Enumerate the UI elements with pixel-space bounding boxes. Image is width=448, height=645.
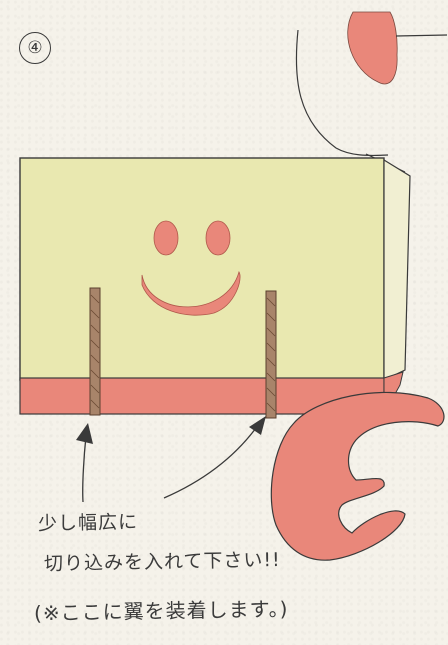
left-eye [153,220,179,256]
right-slit-rod [265,290,277,419]
body-panel [19,157,385,381]
right-eye [205,220,231,256]
note-line-1: 少し幅広に [37,511,139,535]
right-arrow-head [249,416,266,435]
right-arrow-line [163,427,257,499]
left-arrow-line [82,435,87,503]
left-arrow-head [76,423,93,444]
wing-piece [270,391,445,561]
head-arc [347,11,398,85]
panel-side-face [383,158,411,381]
note-line-2: 切り込みを入れて下さい!! [43,548,281,576]
note-line-3: (※ここに翼を装着します。) [33,596,289,626]
left-slit-rod [89,287,101,416]
upper-body-outline [295,29,389,157]
smile [141,271,241,316]
step-label: ④ [19,32,51,64]
head-line [395,34,448,37]
